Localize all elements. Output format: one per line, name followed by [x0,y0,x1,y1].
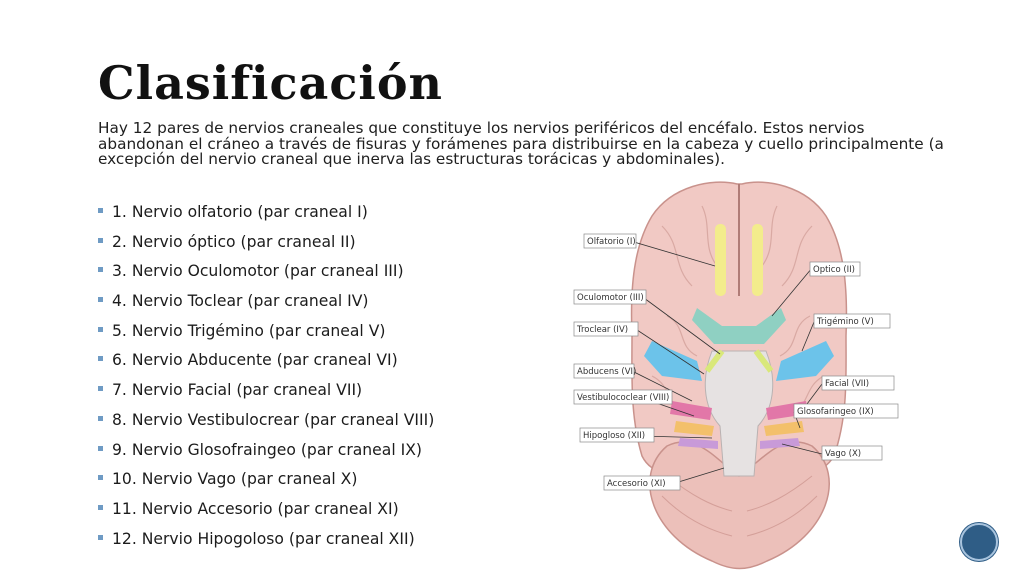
list-item: 11. Nervio Accesorio (par craneal XI) [98,495,434,525]
label-abducens: Abducens (VI) [577,367,636,377]
square-bullet-icon [98,267,103,273]
label-troclear: Troclear (IV) [576,325,628,335]
list-item: 2. Nervio óptico (par craneal II) [98,228,434,258]
label-vago: Vago (X) [825,449,861,459]
brain-cranial-nerves-diagram: Olfatorio (I) Optico (II) Oculomotor (II… [573,181,899,570]
oculomotor-left [704,349,725,373]
diagram-labels: Olfatorio (I) Optico (II) Oculomotor (II… [573,233,899,491]
list-item-text: 1. Nervio olfatorio (par craneal I) [112,203,368,221]
slide-title: Clasificación [98,56,443,110]
intro-paragraph: Hay 12 pares de nervios craneales que co… [98,119,944,168]
list-item-text: 5. Nervio Trigémino (par craneal V) [112,321,386,340]
list-item-text: 3. Nervio Oculomotor (par craneal III) [112,262,404,281]
square-bullet-icon [98,504,103,510]
square-bullet-icon [98,326,103,332]
square-bullet-icon [98,356,103,362]
list-item-text: 9. Nervio Glosofraingeo (par craneal IX) [112,440,422,459]
glossopharyngeal-left [674,421,714,436]
brainstem [704,350,774,477]
square-bullet-icon [98,237,103,243]
list-item-text: 12. Nervio Hipogoloso (par craneal XII) [112,529,415,548]
label-facial: Facial (VII) [825,379,869,389]
list-item-text: 7. Nervio Facial (par craneal VII) [112,381,363,400]
leader-lines [633,241,823,485]
olfactory-tract-left [715,224,726,296]
cranial-nerve-list: 1. Nervio olfatorio (par craneal I) 2. N… [98,198,434,554]
list-item: 1. Nervio olfatorio (par craneal I) [98,198,434,228]
label-accesorio: Accesorio (XI) [607,479,666,489]
list-item: 7. Nervio Facial (par craneal VII) [98,376,434,406]
square-bullet-icon [98,475,103,481]
list-item-text: 6. Nervio Abducente (par craneal VI) [112,351,398,370]
oculomotor-right [753,349,774,373]
list-item: 6. Nervio Abducente (par craneal VI) [98,346,434,376]
olfactory-tract-right [752,224,763,296]
list-item: 10. Nervio Vago (par craneal X) [98,465,434,495]
label-oculomotor: Oculomotor (III) [577,293,644,303]
list-item-text: 2. Nervio óptico (par craneal II) [112,232,356,251]
list-item: 8. Nervio Vestibulocrear (par craneal VI… [98,406,434,436]
square-bullet-icon [98,208,103,213]
cerebellum-folia [661,475,818,537]
list-item-text: 11. Nervio Accesorio (par craneal XI) [112,499,399,518]
list-item: 9. Nervio Glosofraingeo (par craneal IX) [98,436,434,466]
square-bullet-icon [98,415,103,421]
label-optico: Optico (II) [813,265,855,275]
list-item-text: 8. Nervio Vestibulocrear (par craneal VI… [112,410,435,429]
trigeminal-right [776,341,834,381]
list-item-text: 4. Nervio Toclear (par craneal IV) [112,292,369,311]
label-glosofaringeo: Glosofaringeo (IX) [797,407,874,417]
square-bullet-icon [98,534,103,540]
list-item: 5. Nervio Trigémino (par craneal V) [98,317,434,347]
vagus-left [678,438,718,449]
list-item: 4. Nervio Toclear (par craneal IV) [98,287,434,317]
label-hipogloso: Hipogloso (XII) [583,431,645,441]
slide-logo-badge [960,523,998,561]
list-item: 3. Nervio Oculomotor (par craneal III) [98,257,434,287]
list-item-text: 10. Nervio Vago (par craneal X) [112,470,358,489]
trigeminal-left [644,341,702,381]
label-vestibulococlear: Vestibulococlear (VIII) [577,393,669,403]
label-olfatorio: Olfatorio (I) [587,237,636,247]
list-item: 12. Nervio Hipogoloso (par craneal XII) [98,525,434,555]
square-bullet-icon [98,445,103,451]
optic-chiasm [692,308,786,344]
label-trigemino: Trigémino (V) [816,316,874,327]
square-bullet-icon [98,386,103,392]
square-bullet-icon [98,297,103,303]
facial-left [670,401,712,420]
glossopharyngeal-right [764,421,804,436]
